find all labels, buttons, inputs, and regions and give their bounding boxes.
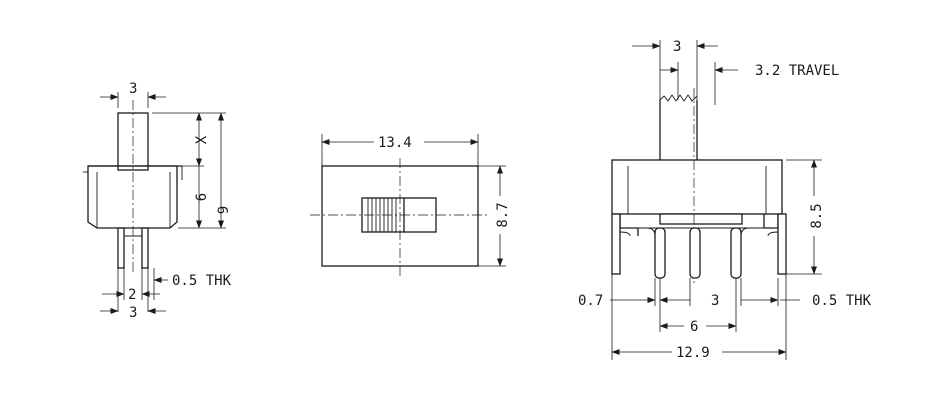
front-base-slider [659, 213, 743, 225]
front-terminal-thickness: 0.5 THK [812, 293, 872, 309]
front-mount-leg-left [611, 213, 621, 275]
front-overall-length: 12.9 [676, 345, 710, 361]
side-pin-left [117, 227, 125, 269]
side-actuator-width: 3 [129, 81, 137, 97]
front-pin-3 [730, 227, 742, 279]
front-pin-span: 6 [690, 319, 698, 335]
front-height: 8.5 [809, 203, 825, 228]
top-view: 13.4 8.7 [310, 134, 511, 276]
top-width: 8.7 [495, 202, 511, 227]
side-housing [87, 165, 178, 229]
front-actuator-break [659, 94, 698, 102]
front-pin-2 [689, 227, 701, 279]
side-pin-span: 3 [129, 305, 137, 321]
side-overall-height: 9 [216, 206, 232, 214]
front-mount-thickness: 0.7 [578, 293, 603, 309]
front-pin-1 [654, 227, 666, 279]
front-pin-pitch: 3 [711, 293, 719, 309]
top-length: 13.4 [378, 135, 412, 151]
front-actuator-width: 3 [673, 39, 681, 55]
side-terminal-thickness: 0.5 THK [172, 273, 232, 289]
front-mount-leg-right [777, 213, 787, 275]
front-actuator [659, 100, 698, 160]
side-body-height: 6 [194, 193, 210, 201]
side-pin-spacing: 2 [128, 287, 136, 303]
front-housing [611, 159, 783, 215]
side-actuator-travel: X [194, 135, 210, 144]
side-view: 3 X 6 9 0.5 THK 2 3 [83, 81, 232, 321]
front-travel: 3.2 TRAVEL [755, 63, 839, 79]
side-pin-right [141, 227, 149, 269]
front-view: 3 3.2 TRAVEL 8.5 0.7 3 0.5 THK [578, 39, 872, 361]
